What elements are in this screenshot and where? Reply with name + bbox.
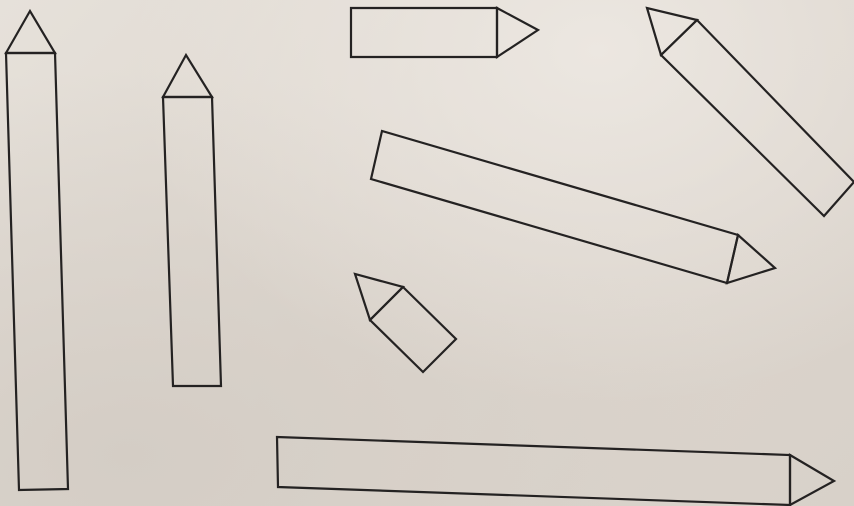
pencil-bottom-long [277,437,834,505]
pencil-body [371,131,738,283]
pencil-tip [163,55,212,97]
pencil-body [277,437,790,505]
pencil-body [163,97,221,386]
pencil-tip [647,8,697,55]
pencil-body [370,287,456,372]
pencil-tip [790,455,834,505]
pencil-tall-left [6,11,68,490]
pencil-center-long-diagonal [371,131,775,283]
pencil-tip [6,11,55,53]
pencil-body [6,53,68,490]
pencil-small-stub [355,274,456,372]
pencil-tip [727,235,775,283]
pencil-body [661,20,854,216]
pencil-top-right-diagonal [647,8,854,216]
pencil-tip [355,274,403,320]
pencil-medium-left [163,55,221,386]
pencil-top-short [351,8,538,57]
pencil-tip [497,8,538,57]
pencil-body [351,8,497,57]
